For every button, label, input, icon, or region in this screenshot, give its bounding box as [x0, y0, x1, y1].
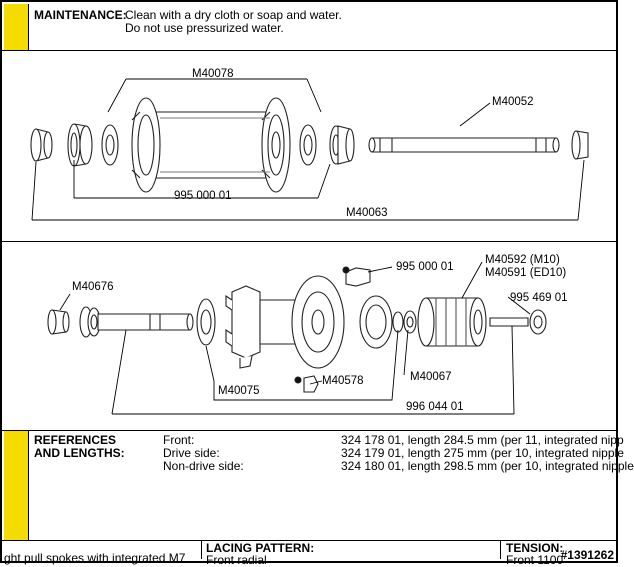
- footer-spoke-note: ght pull spokes with integrated M7: [4, 551, 186, 565]
- section-divider-4: [2, 540, 616, 541]
- rear-bearing-left: [196, 298, 216, 346]
- maintenance-divider: [28, 4, 29, 50]
- reference-side-drive: Drive side:: [163, 446, 220, 460]
- part-label-kit: 996 044 01: [406, 401, 464, 413]
- rear-seal-ring: [359, 295, 393, 349]
- tension-heading: TENSION:: [506, 541, 564, 555]
- footer-divider-1: [201, 540, 202, 559]
- front-hub-body: [131, 97, 291, 193]
- section-divider-2: [2, 241, 616, 242]
- rear-qr-cap: [489, 309, 547, 335]
- rear-hub-body: [225, 275, 345, 369]
- lacing-pattern-heading: LACING PATTERN:: [206, 541, 315, 555]
- exploded-view-drawing: [30, 78, 589, 415]
- maintenance-accent-bar: [4, 4, 28, 50]
- reference-side-front: Front:: [163, 433, 195, 447]
- document-id-watermark: #1391262: [560, 548, 614, 562]
- tension-value: Front 1100: [506, 553, 564, 567]
- rear-end-cap-left: [47, 309, 70, 335]
- part-label-cap-kit: M40063: [346, 207, 388, 219]
- maintenance-line-2: Do not use pressurized water.: [125, 21, 284, 35]
- part-label-hub: M40078: [192, 68, 234, 80]
- part-label-qr-cap: 995 469 01: [510, 292, 568, 304]
- reference-side-non-drive: Non-drive side:: [163, 459, 244, 473]
- references-heading-line-2: AND LENGTHS:: [34, 446, 125, 460]
- front-bearing-left-2: [101, 124, 119, 166]
- footer-divider-2: [500, 540, 501, 559]
- part-label-spring: M40578: [322, 375, 364, 387]
- reference-value-front: 324 178 01, length 284.5 mm (per 11, int…: [341, 433, 624, 447]
- rear-small-washer: [392, 310, 417, 334]
- lacing-pattern-value: Front radial: [206, 553, 267, 567]
- front-end-cap-left: [30, 128, 53, 162]
- references-divider: [28, 431, 29, 540]
- part-label-seal: M40067: [410, 371, 452, 383]
- part-label-bearing-set: 995 000 01: [174, 190, 232, 202]
- front-end-cap-right-a: [337, 125, 355, 165]
- rear-axle: [97, 313, 194, 331]
- rear-pawl-spring-top: [342, 266, 371, 287]
- part-label-hub-body: M40075: [218, 385, 260, 397]
- front-bearing-right: [299, 124, 343, 166]
- part-label-freehub-m10: M40592 (M10): [485, 254, 560, 266]
- maintenance-line-1: Clean with a dry cloth or soap and water…: [125, 8, 342, 22]
- maintenance-heading: MAINTENANCE:: [34, 8, 127, 22]
- front-end-cap-right-b: [571, 130, 589, 160]
- part-label-axle: M40052: [492, 96, 534, 108]
- rear-pawl-spring-bottom: [294, 375, 319, 393]
- references-accent-bar: [4, 431, 28, 540]
- front-axle: [368, 137, 560, 153]
- rear-spacer: [79, 306, 101, 338]
- rear-freehub-body: [417, 297, 487, 347]
- reference-value-non-drive: 324 180 01, length 298.5 mm (per 10, int…: [341, 459, 634, 473]
- sheet-frame: [0, 0, 618, 563]
- front-bearing-left: [67, 123, 93, 167]
- section-divider-1: [2, 50, 616, 51]
- references-heading-line-1: REFERENCES: [34, 433, 117, 447]
- part-label-freehub-ed10: M40591 (ED10): [485, 267, 567, 279]
- section-divider-3: [2, 430, 616, 431]
- part-label-pawl-kit: 995 000 01: [396, 261, 454, 273]
- reference-value-drive: 324 179 01, length 275 mm (per 10, integ…: [341, 446, 624, 460]
- part-label-end-cap: M40676: [72, 281, 114, 293]
